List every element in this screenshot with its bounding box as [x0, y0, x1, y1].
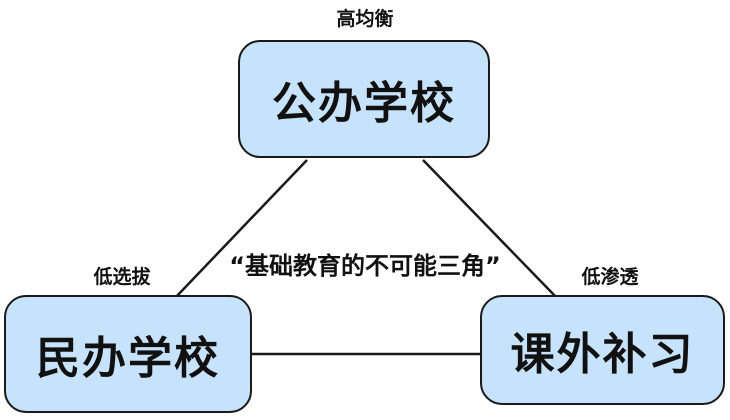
top-node-label: 公办学校 [272, 78, 456, 129]
right-node-tutoring: 课外补习 [480, 295, 725, 405]
left-node-private-school: 民办学校 [4, 295, 252, 413]
left-node-label: 民办学校 [36, 333, 220, 384]
edge-top-left [174, 159, 308, 299]
right-node-label: 课外补习 [510, 329, 695, 380]
right-node-tag: 低渗透 [581, 266, 639, 288]
center-label: “基础教育的不可能三角” [229, 252, 501, 280]
left-node-tag: 低选拔 [93, 266, 151, 288]
top-node-public-school: 公办学校 [238, 40, 490, 158]
top-node-tag: 高均衡 [336, 8, 394, 30]
edge-top-right [422, 159, 558, 299]
